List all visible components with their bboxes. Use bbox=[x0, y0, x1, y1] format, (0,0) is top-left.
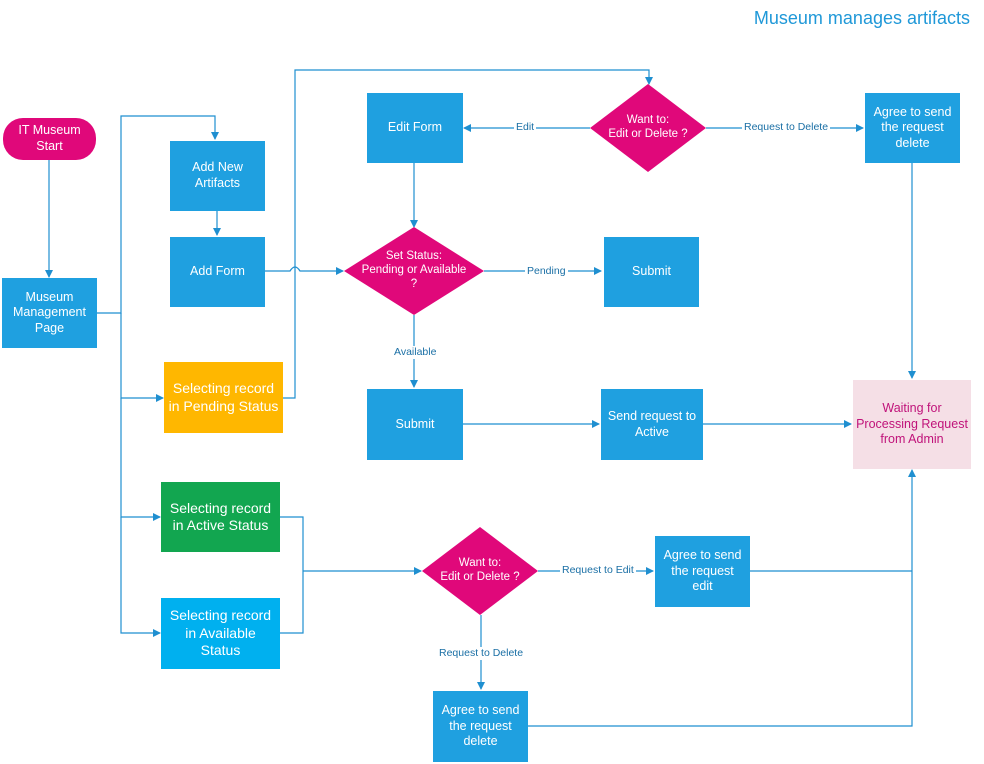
node-text: Artifacts bbox=[194, 176, 241, 190]
node-text: Pending or Available bbox=[361, 264, 467, 277]
decision-want-to-top bbox=[590, 84, 706, 172]
decision-set-status bbox=[344, 227, 484, 315]
node-text: delete bbox=[463, 734, 498, 749]
node-text: Submit bbox=[395, 416, 435, 431]
node-text: Management bbox=[13, 305, 86, 320]
edge-label-request-delete-top: Request to Delete bbox=[742, 121, 831, 134]
edge-trunk-to-available bbox=[120, 517, 161, 637]
edit-form-node[interactable]: Edit Form bbox=[367, 93, 463, 163]
edge-agreedelete-bottom-to-waiting bbox=[528, 469, 916, 727]
node-text: Start bbox=[36, 139, 63, 153]
node-text: Active bbox=[634, 424, 670, 439]
node-text: Selecting record bbox=[169, 499, 272, 516]
node-text: Waiting for bbox=[882, 401, 942, 416]
node-text: Send request to bbox=[607, 408, 697, 423]
submit-pending-node[interactable]: Submit bbox=[604, 237, 699, 307]
decision-want-to-bottom bbox=[422, 527, 538, 615]
node-text: IT Museum bbox=[18, 123, 81, 138]
node-text: Edit or Delete ? bbox=[608, 128, 688, 140]
edge-museum-page-trunk bbox=[97, 115, 219, 314]
node-text: Want to: bbox=[458, 557, 502, 570]
node-text: Page bbox=[34, 320, 65, 335]
node-text: Set Status: bbox=[385, 250, 443, 263]
node-text: Edit or Delete ? bbox=[440, 571, 520, 583]
node-text: Processing Request bbox=[856, 416, 968, 431]
edge-pending-to-wantto bbox=[283, 69, 653, 399]
node-text: the request bbox=[671, 563, 734, 578]
node-text: in Pending Status bbox=[168, 397, 279, 414]
node-text: Museum bbox=[25, 289, 74, 304]
edge-label-edit: Edit bbox=[514, 121, 537, 134]
want-to-top-label: Want to:Edit or Delete ? bbox=[594, 108, 702, 148]
node-text: Agree to send bbox=[441, 703, 520, 718]
node-text: the request bbox=[881, 120, 944, 135]
node-text: Agree to send bbox=[663, 548, 742, 563]
want-to-bottom-label: Want to:Edit or Delete ? bbox=[426, 551, 534, 591]
node-text: delete bbox=[895, 135, 930, 150]
node-text: edit bbox=[692, 579, 713, 594]
edge-label-pending: Pending bbox=[525, 265, 568, 278]
edge-active-merge bbox=[280, 516, 304, 634]
node-text: the request bbox=[449, 718, 512, 733]
node-text: from Admin bbox=[880, 432, 944, 447]
submit-available-node[interactable]: Submit bbox=[367, 389, 463, 460]
node-text: Agree to send bbox=[873, 104, 952, 119]
edge-label-available: Available bbox=[392, 346, 439, 359]
node-text: Edit Form bbox=[387, 120, 443, 135]
node-text: Want to: bbox=[626, 114, 670, 127]
node-text: Status bbox=[200, 642, 241, 659]
edge-trunk-to-pending bbox=[120, 313, 164, 402]
node-text: ? bbox=[410, 277, 418, 290]
node-text: in Available bbox=[185, 624, 256, 641]
edge-trunk-to-active bbox=[120, 398, 161, 521]
node-text: Submit bbox=[632, 264, 671, 279]
edge-label-request-delete-bottom: Request to Delete bbox=[437, 647, 526, 660]
node-text: Selecting record bbox=[172, 380, 275, 396]
diagram-title: Museum manages artifacts bbox=[753, 8, 970, 28]
edge-addform-to-setstatus bbox=[265, 266, 344, 275]
node-text: in Active Status bbox=[172, 517, 269, 533]
node-text: Selecting record bbox=[169, 607, 272, 624]
node-text: Add Form bbox=[190, 264, 245, 279]
add-form-node[interactable]: Add Form bbox=[170, 237, 265, 307]
set-status-label: Set Status:Pending or Available? bbox=[346, 248, 482, 294]
edge-label-request-edit: Request to Edit bbox=[560, 564, 636, 577]
node-text: Add New bbox=[192, 160, 243, 175]
